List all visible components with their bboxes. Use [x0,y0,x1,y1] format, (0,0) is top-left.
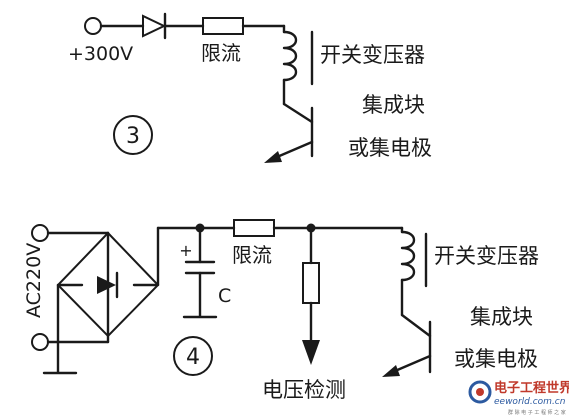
bridge-rectifier [56,231,160,344]
chip-label-line2: 或集电极 [348,136,432,160]
chip-label-line1: 集成块 [470,305,533,329]
ac-voltage-label: AC220V [23,243,45,318]
diagram-4: + C 限流 电压检测 开关变压器 集成块 或集电极 AC220V 4 [23,219,539,402]
watermark-brand: 电子工程世界 [494,380,569,396]
transistor-symbol [382,313,432,377]
watermark-logo: 电子工程世界 eeworld.com.cn 群 除 电 子 工 程 师 之 家 [468,380,569,416]
diode-symbol [142,12,167,40]
capacitor-symbol [182,226,218,319]
chip-label-line1: 集成块 [362,93,425,117]
watermark-site: eeworld.com.cn [494,397,566,407]
capacitor-label: C [218,285,231,307]
chip-label-line2: 或集电极 [454,347,538,371]
junction-dot [195,223,205,233]
capacitor-plus-sign: + [179,241,192,260]
diagram-number: 4 [186,345,200,370]
ac-terminal-top [31,224,49,242]
diagram-number-circle [113,115,153,155]
watermark-tagline: 群 除 电 子 工 程 师 之 家 [508,409,566,416]
current-limit-label: 限流 [232,243,272,267]
diagram-number: 3 [126,124,140,149]
transformer-label: 开关变压器 [434,244,539,268]
diagram-number-circle [173,336,213,376]
resistor-symbol [202,17,244,35]
transistor-symbol [264,102,314,163]
current-limit-label: 限流 [201,41,241,65]
transformer-label: 开关变压器 [320,43,425,67]
sense-arrow [302,340,320,365]
resistor-symbol [233,219,275,237]
ac-terminal-bottom [31,333,49,351]
sense-resistor-symbol [302,262,320,304]
transformer-coil [400,230,416,282]
supply-voltage-label: +300V [68,43,133,65]
watermark-emblem-dot [476,388,484,396]
voltage-sense-label: 电压检测 [262,378,346,402]
transformer-coil [282,30,298,82]
watermark-emblem-icon [468,380,492,404]
supply-terminal [84,17,102,35]
diagram-3: +300V 限流 开关变压器 集成块 或集电极 3 [68,12,432,163]
